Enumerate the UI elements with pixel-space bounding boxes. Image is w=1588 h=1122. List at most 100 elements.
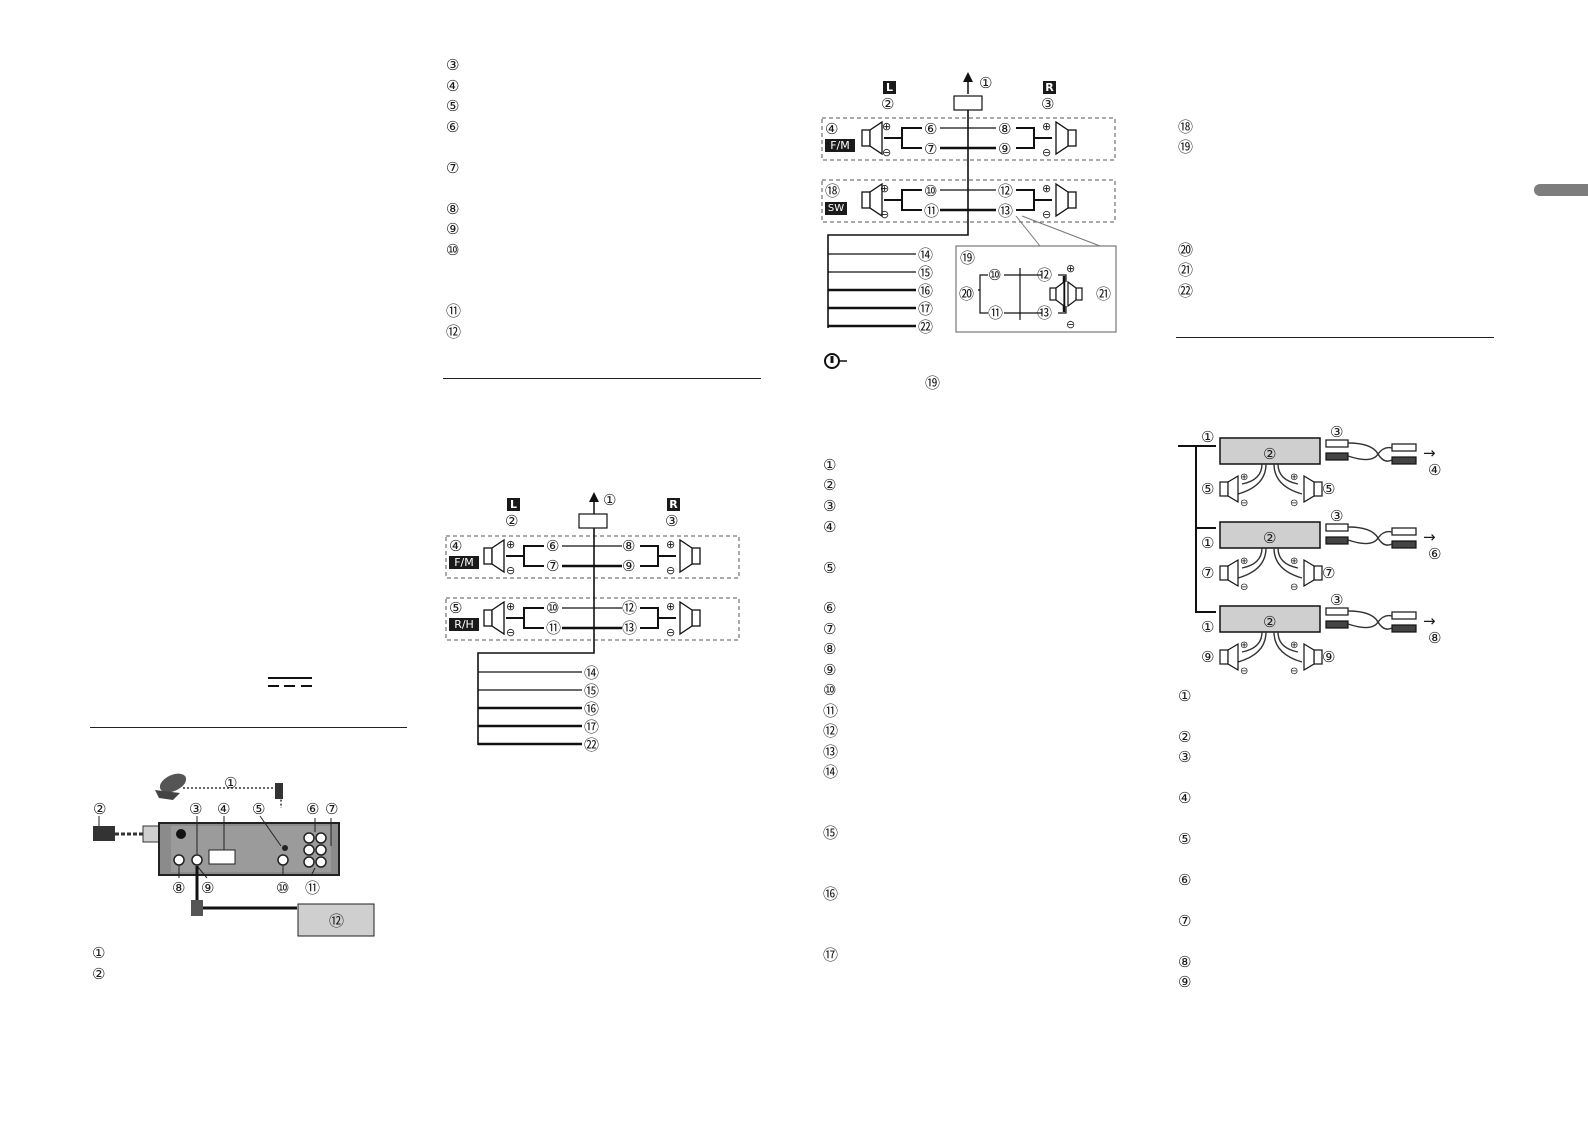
svg-text:⊕: ⊕ [1066,262,1075,275]
spk-b-1: ① [979,74,993,92]
col3-item-14: ⑭ [823,763,839,781]
spk-b-inset-13: ⑬ [1037,304,1053,322]
spk-a-10: ⑩ [546,599,560,617]
spk-b-inset-11: ⑪ [988,304,1004,322]
col3-item-10: ⑩ [823,681,837,699]
amplifier-wiring-diagram: ⊕⊖ ⊕⊖ ⊕⊖ ⊕⊖ ⊕⊖ ⊕⊖ [1178,437,1417,677]
col3-item-7: ⑦ [823,620,837,638]
col3-item-9: ⑨ [823,661,837,679]
col3-item-12: ⑫ [823,722,839,740]
spk-a-1: ① [603,491,617,509]
amp-3c: ③ [1330,591,1344,609]
callout-8: ⑧ [172,879,186,897]
amp-9r: ⑨ [1322,648,1336,666]
col1-item-1: ① [92,944,106,962]
spk-b-11: ⑪ [924,202,940,220]
spk-b-6: ⑥ [924,120,938,138]
col2-item-10: ⑩ [446,241,460,259]
callout-1: ① [224,774,238,792]
spk-b-16: ⑯ [918,282,934,300]
svg-text:⊖: ⊖ [880,208,889,221]
callout-9: ⑨ [201,879,215,897]
col2-item-3: ③ [446,56,460,74]
svg-text:⊖: ⊖ [1240,666,1248,677]
col2-item-8: ⑧ [446,200,460,218]
col3-item-4: ④ [823,518,837,536]
col3-item-15: ⑮ [823,824,839,842]
col4-item-19: ⑲ [1178,138,1194,156]
svg-text:⊕: ⊕ [1240,640,1248,651]
amp-8: ⑧ [1428,629,1442,647]
col2-item-7: ⑦ [446,159,460,177]
spk-a-9: ⑨ [622,557,636,575]
spk-b-9: ⑨ [998,140,1012,158]
right-channel-label-b: R [1043,81,1056,94]
svg-text:⊖: ⊖ [666,626,675,639]
amp-7l: ⑦ [1201,564,1215,582]
spk-a-22: ㉒ [584,736,600,754]
subwoofer-label: SW [825,202,847,215]
left-channel-label-b: L [883,81,896,94]
amp-1c: ① [1201,618,1215,636]
spk-a-5: ⑤ [449,599,463,617]
col2-item-5: ⑤ [446,97,460,115]
amp-5l: ⑤ [1201,480,1215,498]
amp-3b: ③ [1330,507,1344,525]
amp-1b: ① [1201,534,1215,552]
col4b-item-4: ④ [1178,789,1192,807]
col3-item-3: ③ [823,497,837,515]
spk-a-7: ⑦ [546,557,560,575]
svg-text:⊕: ⊕ [1290,640,1298,651]
spk-a-11: ⑪ [546,619,562,637]
spk-b-15: ⑮ [918,264,934,282]
amp-arrow-a: → [1423,444,1436,462]
spk-b-18: ⑱ [825,182,841,200]
dc-symbol [268,677,312,689]
spk-b-8: ⑧ [998,120,1012,138]
spk-b-17: ⑰ [918,300,934,318]
amp-2a: ② [1263,445,1277,463]
col4b-item-3: ③ [1178,748,1192,766]
col4-item-18: ⑱ [1178,118,1194,136]
col4b-item-9: ⑨ [1178,973,1192,991]
spk-b-12: ⑫ [998,182,1014,200]
svg-text:⊖: ⊖ [1066,318,1075,331]
svg-text:⊕: ⊕ [1240,556,1248,567]
important-icon [824,353,847,369]
note-ref: ⑲ [925,374,941,392]
callout-12: ⑫ [329,912,345,930]
spk-b-10: ⑩ [924,182,938,200]
svg-text:⊖: ⊖ [666,564,675,577]
callout-7: ⑦ [325,800,339,818]
callout-10: ⑩ [276,879,290,897]
amp-5r: ⑤ [1322,480,1336,498]
col4-item-20: ⑳ [1178,241,1194,259]
section-divider-col1 [90,727,407,728]
col4-item-21: ㉑ [1178,261,1194,279]
svg-text:⊖: ⊖ [1240,582,1248,593]
spk-a-15: ⑮ [584,682,600,700]
svg-text:⊖: ⊖ [506,564,515,577]
col3-item-6: ⑥ [823,599,837,617]
col2-item-12: ⑫ [446,323,462,341]
col4-item-22: ㉒ [1178,282,1194,300]
col4b-item-2: ② [1178,728,1192,746]
speaker-wiring-diagram-b: ⊕⊖ ⊕⊖ ⊕⊖ ⊕⊖ ⊕⊖ [821,72,1117,333]
left-channel-label: L [507,498,520,511]
svg-text:⊖: ⊖ [1042,146,1051,159]
amp-9l: ⑨ [1201,648,1215,666]
amp-2b: ② [1263,529,1277,547]
callout-2: ② [93,800,107,818]
spk-a-8: ⑧ [622,537,636,555]
svg-text:⊕: ⊕ [666,600,675,613]
svg-text:⊖: ⊖ [1240,498,1248,509]
microphone-icon [155,773,187,800]
col3-item-2: ② [823,476,837,494]
svg-text:⊕: ⊕ [1042,182,1051,195]
speaker-wiring-diagram-a: ⊕⊖ ⊕⊖ ⊕⊖ ⊕⊖ [445,492,740,746]
col3-item-13: ⑬ [823,743,839,761]
svg-text:⊕: ⊕ [666,538,675,551]
rear-high-label: R/H [449,618,479,631]
svg-text:⊕: ⊕ [1290,472,1298,483]
col3-item-11: ⑪ [823,702,839,720]
